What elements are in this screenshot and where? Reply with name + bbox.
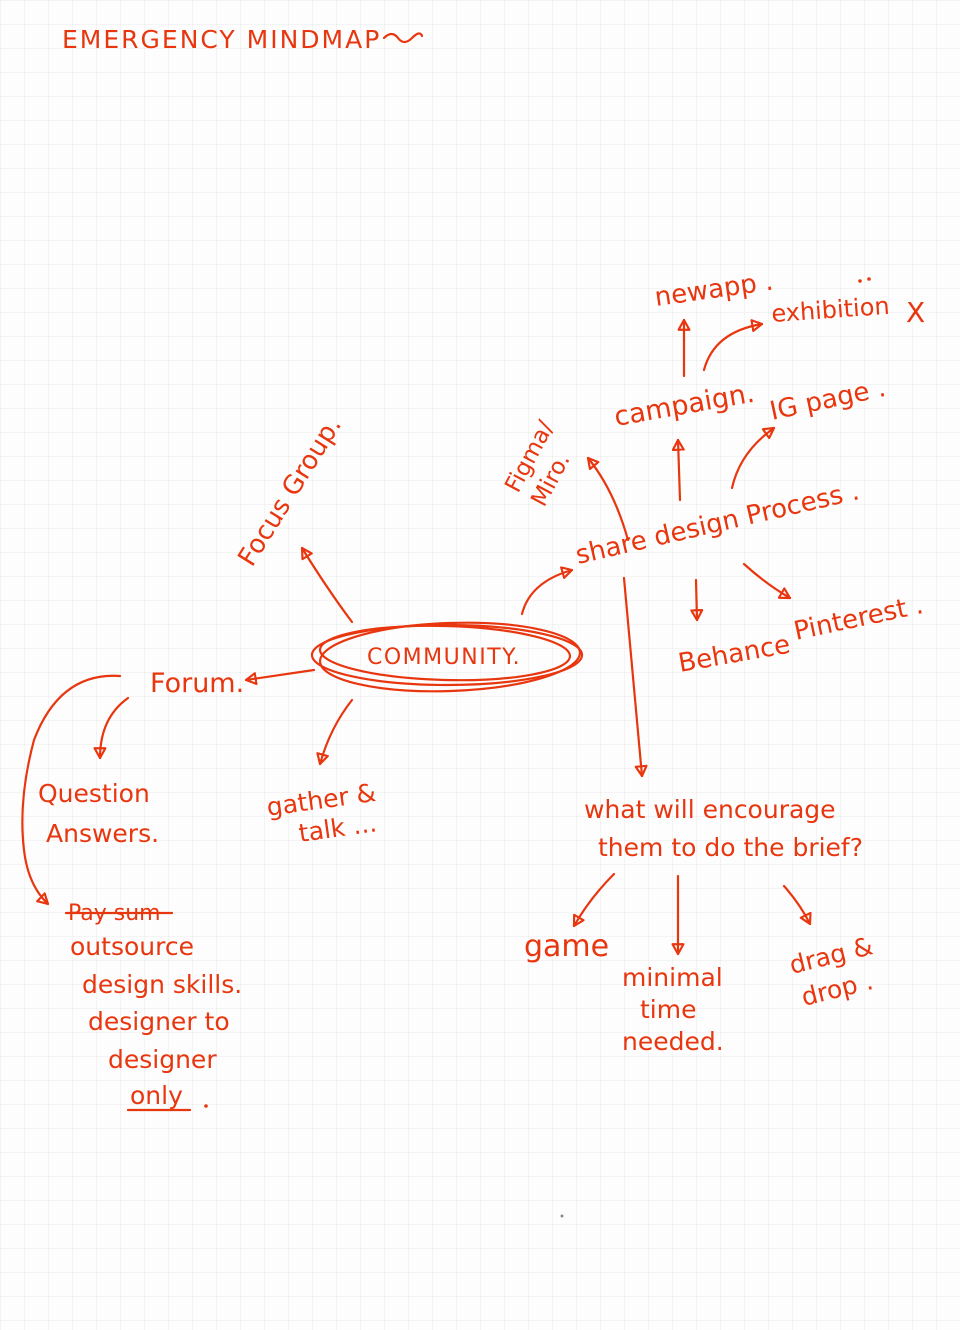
center-label: COMMUNITY. — [367, 645, 521, 670]
arrow-to-ig — [730, 426, 776, 490]
question-label: Question — [38, 779, 150, 808]
behance-label: Behance — [676, 630, 793, 679]
struck-out-note: Pay sum — [64, 901, 174, 926]
pinterest-label: Pinterest . — [791, 590, 926, 647]
campaign-label: campaign. — [612, 378, 757, 433]
arrow-to-gather — [316, 698, 354, 766]
newapp-label: newapp . — [653, 267, 775, 313]
arrow-to-campaign — [671, 438, 685, 502]
arrow-to-pinterest — [742, 562, 792, 600]
exhibition-x-mark: X — [906, 296, 925, 329]
umlaut-dot-2 — [867, 277, 871, 281]
needed-label: needed. — [622, 1027, 724, 1056]
time-label: time — [640, 995, 696, 1024]
minimal-label: minimal — [622, 963, 723, 992]
focus-group-label: Focus Group. — [232, 412, 348, 572]
arrow-to-question — [93, 696, 130, 760]
design-skills-label: design skills. — [82, 970, 242, 999]
designer-label: designer — [108, 1045, 217, 1074]
arrow-to-focus-group — [300, 546, 354, 624]
game-label: game — [524, 929, 609, 964]
outsource-label: outsource — [70, 932, 194, 961]
umlaut-dot-1 — [858, 279, 862, 283]
arrow-to-outsource — [21, 674, 122, 906]
center-node: COMMUNITY. — [310, 621, 584, 693]
arrow-to-game — [572, 872, 616, 928]
arrow-to-behance — [690, 578, 704, 622]
arrow-to-forum — [244, 668, 316, 686]
share-label: share design Process . — [573, 476, 862, 570]
arrow-to-figma — [586, 456, 630, 542]
title-squiggle — [382, 32, 424, 44]
encourage-line-2: them to do the brief? — [598, 833, 863, 862]
only-label: only — [130, 1081, 183, 1110]
arrow-to-drag — [782, 884, 812, 926]
arrow-to-encourage — [622, 576, 648, 778]
answers-label: Answers. — [46, 819, 159, 848]
forum-label: Forum. — [150, 668, 244, 699]
title: EMERGENCY MINDMAP — [62, 25, 381, 54]
ig-label: IG page . — [767, 373, 888, 427]
arrow-to-share — [520, 566, 574, 616]
arrow-to-exhibition — [702, 319, 764, 372]
only-dot — [204, 1104, 208, 1108]
encourage-line-1: what will encourage — [584, 795, 836, 824]
exhibition-label: exhibition — [770, 292, 890, 328]
stray-dot — [560, 1214, 564, 1218]
designer-to-label: designer to — [88, 1007, 230, 1036]
